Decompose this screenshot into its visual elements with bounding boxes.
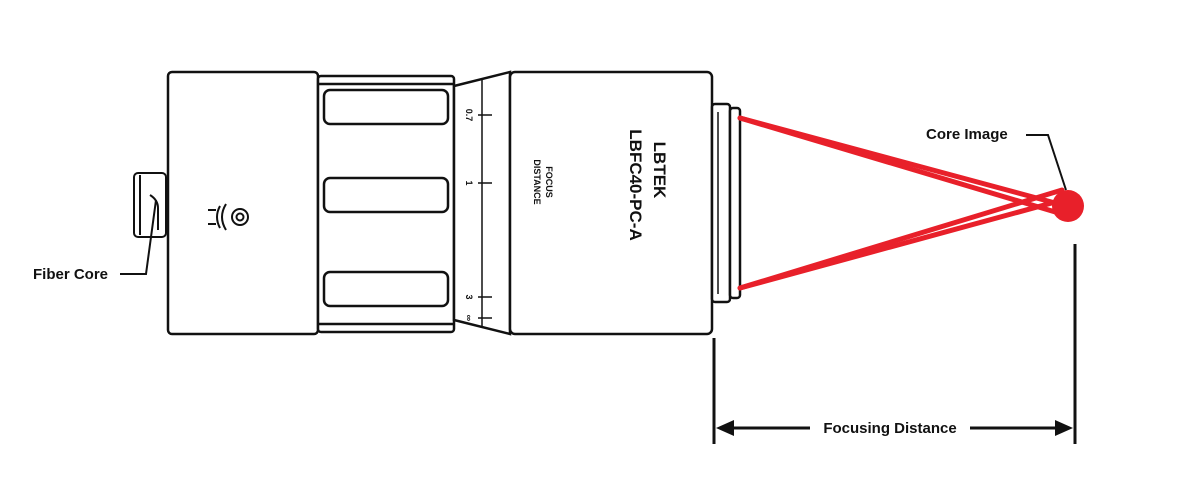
focus-scale-collar — [452, 70, 512, 336]
brand-logo: LBTEK — [650, 142, 669, 199]
focusing-distance-label: Focusing Distance — [823, 420, 956, 437]
focus-title-line2: DISTANCE — [532, 159, 542, 204]
beam-cone — [737, 115, 1073, 291]
front-thread-ring — [710, 102, 742, 304]
fiber-core-leader — [120, 199, 157, 275]
core-image-spot — [1052, 190, 1084, 222]
rear-housing — [166, 70, 320, 336]
core-image-leader — [1026, 134, 1067, 191]
focus-title-line1: FOCUS — [544, 166, 554, 198]
scale-mark-infinity: ∞ — [464, 315, 474, 322]
scale-mark-0.7: 0.7 — [464, 109, 474, 122]
lock-screw-icon — [208, 203, 249, 231]
fiber-core-label: Fiber Core — [33, 266, 108, 283]
focusing-distance-dimension — [712, 244, 1077, 444]
barrel-markings: FOCUS DISTANCE LBTEK LBFC40-PC-A — [532, 129, 669, 240]
fiber-connector — [133, 172, 167, 238]
focus-scale-labels: 0.7 1 3 ∞ — [464, 109, 474, 322]
scale-mark-3: 3 — [464, 294, 474, 299]
grip-ring — [316, 74, 456, 334]
scale-mark-1: 1 — [464, 180, 474, 185]
model-number: LBFC40-PC-A — [626, 129, 645, 240]
focus-scale-ticks — [478, 114, 492, 319]
core-image-label: Core Image — [926, 126, 1008, 143]
